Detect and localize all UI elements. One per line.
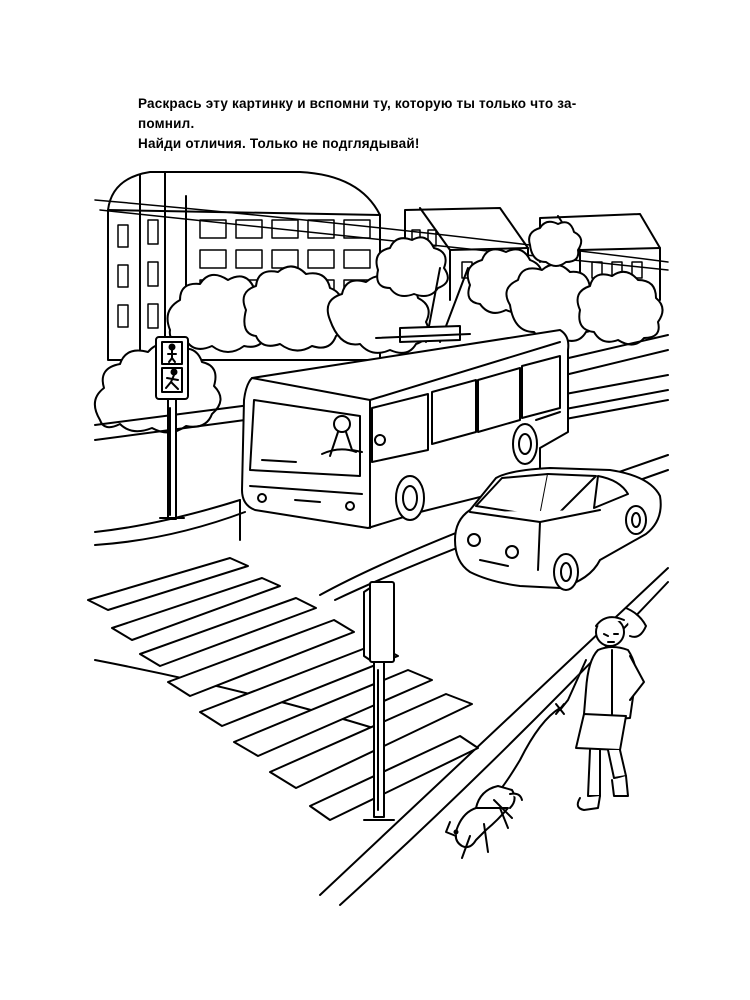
trolleybus (242, 268, 568, 528)
instruction-line-1: Раскрась эту картинку и вспомни ту, кото… (138, 96, 577, 111)
pedestrian-traffic-light-left (156, 337, 188, 519)
instruction-line-2: помнил. (138, 116, 195, 131)
girl (560, 608, 646, 810)
dog-leash (500, 708, 560, 790)
instruction-line-3: Найди отличия. Только не подглядывай! (138, 136, 420, 151)
far-sidewalk (95, 335, 668, 545)
dog (446, 786, 522, 858)
dog-leash-handle (556, 704, 564, 714)
instructions-text: Раскрась эту картинку и вспомни ту, кото… (138, 94, 678, 154)
pedestrian-crossing (88, 558, 478, 820)
traffic-light-near (364, 582, 394, 820)
car (455, 468, 661, 590)
